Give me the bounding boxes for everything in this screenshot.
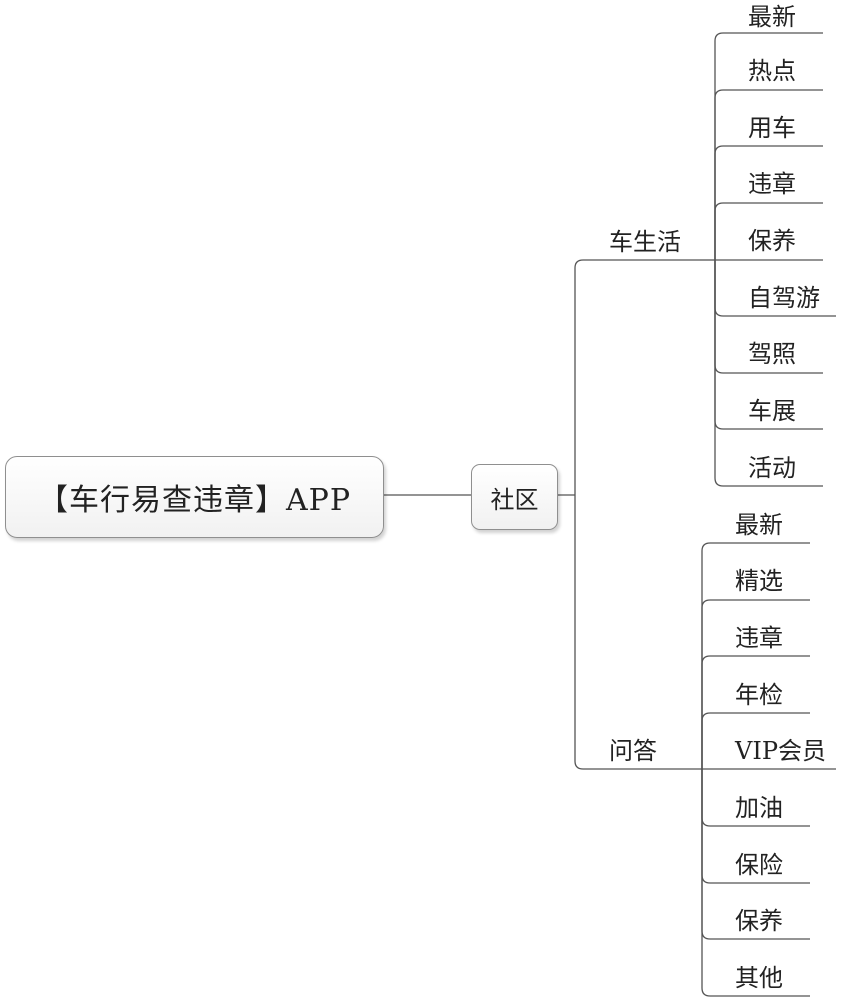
- topic-node[interactable]: 活动: [748, 454, 796, 482]
- topic-node[interactable]: 精选: [735, 567, 783, 595]
- topic-node[interactable]: 违章: [735, 624, 783, 652]
- topic-node[interactable]: 自驾游: [748, 284, 820, 312]
- topic-node[interactable]: 驾照: [748, 340, 796, 368]
- topic-node[interactable]: 最新: [735, 511, 783, 539]
- topic-connector: [701, 712, 810, 769]
- topic-connector: [701, 769, 810, 997]
- topic-connector: [714, 260, 823, 487]
- topic-node[interactable]: 保险: [735, 851, 783, 879]
- topic-connector: [714, 145, 823, 260]
- topic-node[interactable]: 最新: [748, 3, 796, 31]
- topic-node[interactable]: 车展: [748, 397, 796, 425]
- topic-node[interactable]: 热点: [748, 57, 796, 85]
- topic-connector: [701, 542, 810, 769]
- topic-connector: [701, 599, 810, 769]
- topic-node[interactable]: 其他: [735, 964, 783, 992]
- topic-node[interactable]: 违章: [748, 170, 796, 198]
- community-node-label: 社区: [490, 485, 539, 514]
- topic-connector: [714, 202, 823, 260]
- topic-connector: [714, 32, 823, 260]
- topic-node[interactable]: 保养: [735, 907, 783, 935]
- topic-connector: [714, 89, 823, 260]
- branch-connector: [574, 259, 700, 495]
- community-node[interactable]: 社区: [471, 464, 558, 530]
- topic-connector: [701, 655, 810, 769]
- topic-node[interactable]: VIP会员: [735, 737, 826, 765]
- branch-connector: [574, 495, 700, 770]
- branch-node-qa[interactable]: 问答: [609, 737, 657, 765]
- branch-node-car-life[interactable]: 车生活: [609, 228, 681, 256]
- root-node-label: 【车行易查违章】APP: [37, 483, 352, 518]
- root-node[interactable]: 【车行易查违章】APP: [5, 456, 384, 538]
- topic-node[interactable]: 年检: [735, 681, 783, 709]
- topic-node[interactable]: 加油: [735, 794, 783, 822]
- topic-node[interactable]: 保养: [748, 227, 796, 255]
- topic-node[interactable]: 用车: [748, 114, 796, 142]
